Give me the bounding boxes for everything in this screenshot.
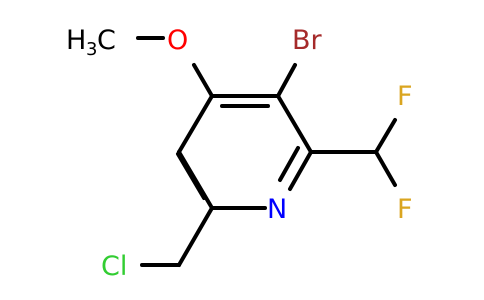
methyl-h-label: H <box>66 25 86 56</box>
methyl-subscript: 3 <box>86 39 97 60</box>
bond-c2-n-double <box>278 146 300 182</box>
substituent-bonds <box>136 36 397 267</box>
bond-chf2-f-bottom <box>374 150 397 187</box>
chlorine-label: Cl <box>101 251 127 282</box>
bond-chf2-f-top <box>374 118 397 154</box>
nitrogen-label: N <box>267 194 287 225</box>
fluorine-top-label: F <box>397 81 413 112</box>
bond-c2-n <box>288 150 313 191</box>
bond-c5-c4 <box>177 94 214 154</box>
bromine-label: Br <box>292 25 323 56</box>
pyridine-ring <box>176 94 313 210</box>
oxygen-label: O <box>167 25 188 56</box>
bond-c6-ch2 <box>177 206 214 267</box>
methyl-c-label: C <box>97 25 116 56</box>
bond-c4-o <box>192 63 214 98</box>
bond-c3-c2 <box>276 94 313 154</box>
fluorine-bottom-label: F <box>397 194 413 225</box>
bond-c3-br <box>276 63 297 98</box>
bond-c6-c5-double <box>176 152 206 200</box>
